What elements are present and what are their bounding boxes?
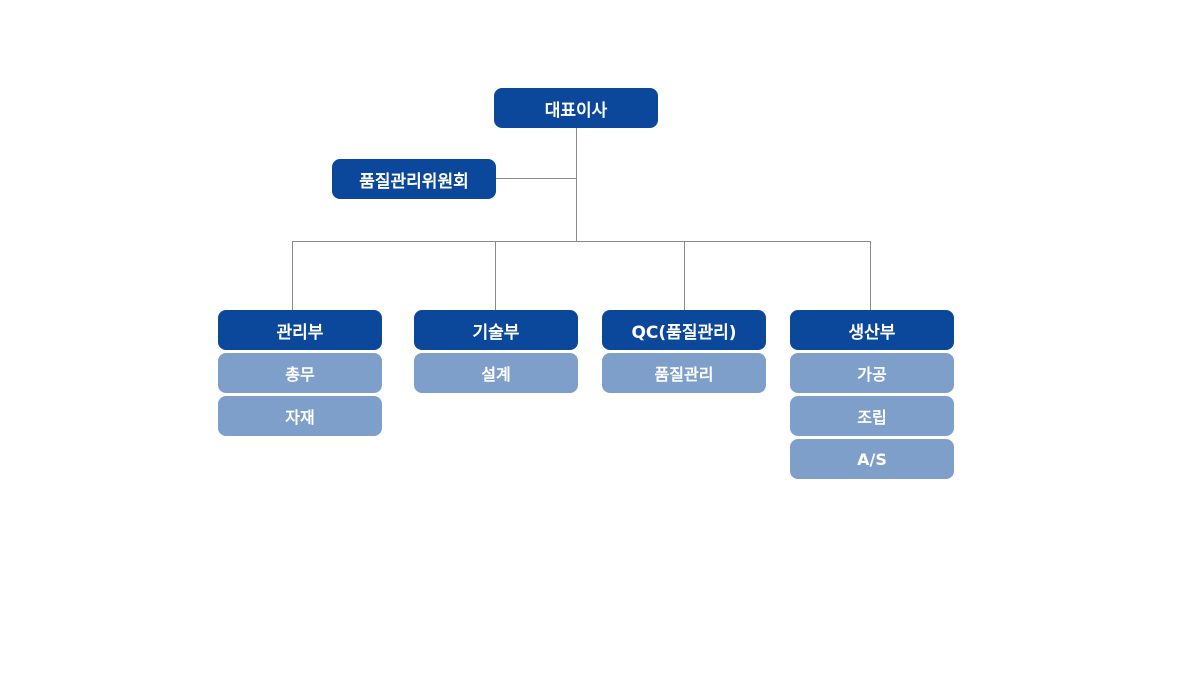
quality-committee-box: 품질관리위원회: [332, 159, 496, 199]
unit-assembly-box: 조립: [790, 396, 954, 436]
department-admin-box: 관리부: [218, 310, 382, 350]
unit-after-service-box: A/S: [790, 439, 954, 479]
department-production-box: 생산부: [790, 310, 954, 350]
unit-design-box: 설계: [414, 353, 578, 393]
unit-quality-control-box: 품질관리: [602, 353, 766, 393]
unit-processing-box: 가공: [790, 353, 954, 393]
unit-materials-box: 자재: [218, 396, 382, 436]
ceo-box: 대표이사: [494, 88, 658, 128]
unit-general-affairs-box: 총무: [218, 353, 382, 393]
department-technology-box: 기술부: [414, 310, 578, 350]
department-qc-box: QC(품질관리): [602, 310, 766, 350]
